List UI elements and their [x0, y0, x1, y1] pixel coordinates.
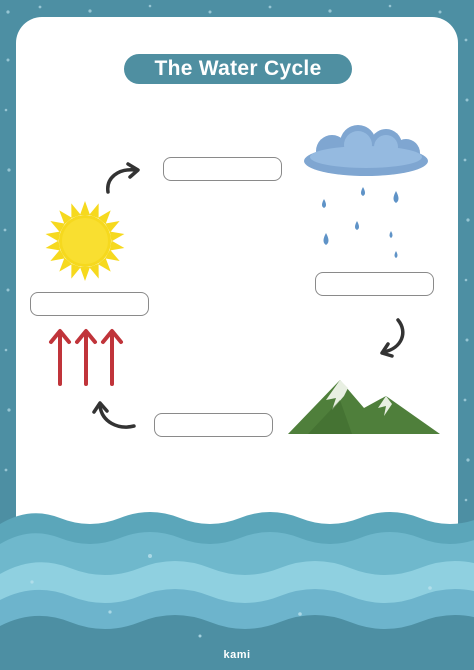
- curved-arrow-icon: [380, 318, 405, 358]
- collection-answer-field[interactable]: [154, 413, 273, 437]
- mountain-icon: [288, 380, 440, 434]
- evaporation-arrows-icon: [49, 329, 123, 386]
- curved-arrow-icon: [92, 401, 136, 429]
- page-title: The Water Cycle: [124, 54, 352, 84]
- sea-waves: [0, 512, 474, 670]
- curved-arrow-icon: [106, 162, 140, 194]
- evaporation-answer-field[interactable]: [30, 292, 149, 316]
- sun-icon: [45, 201, 125, 281]
- condensation-answer-field[interactable]: [163, 157, 282, 181]
- kami-logo: kami: [223, 649, 251, 661]
- precipitation-answer-field[interactable]: [315, 272, 434, 296]
- rain-cloud-icon: [304, 125, 428, 258]
